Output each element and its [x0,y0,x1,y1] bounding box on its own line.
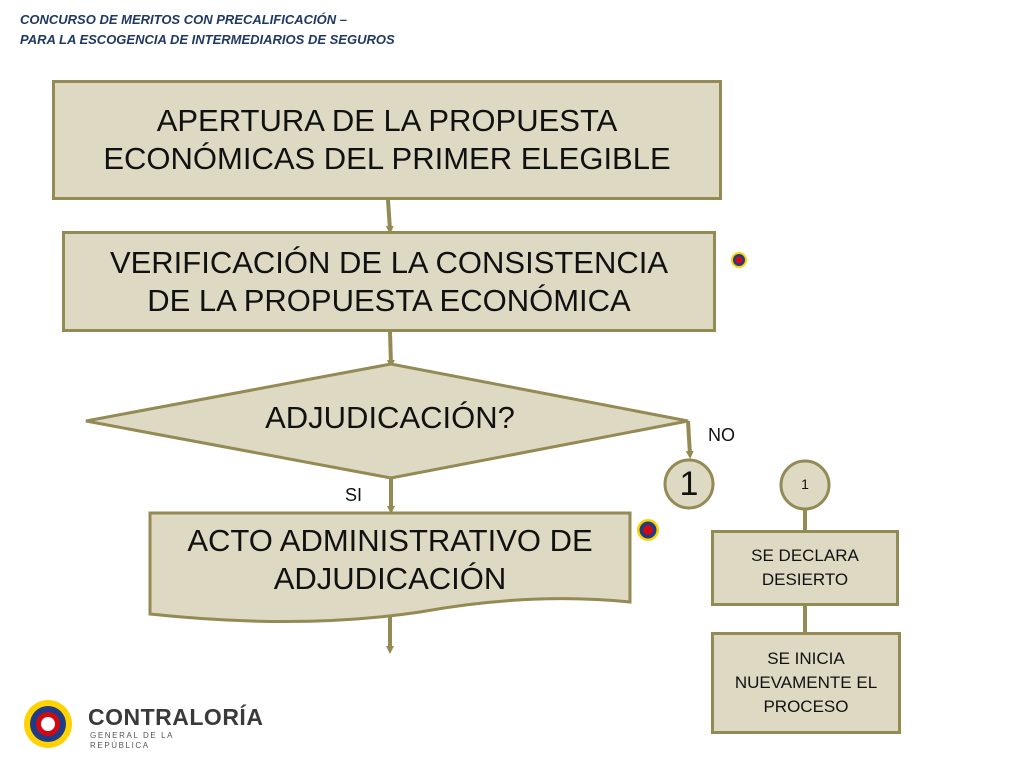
logo-name: CONTRALORÍA [88,704,264,730]
contraloria-logo: CONTRALORÍA GENERAL DE LA REPÚBLICA [16,696,263,752]
logo-subtitle: GENERAL DE LA REPÚBLICA [90,731,174,750]
step3-document-shape [148,511,632,624]
side-step2-text: SE INICIA NUEVAMENTE EL PROCESO [734,649,878,716]
connector-out-circle [663,458,715,510]
logo-emblem-icon [24,700,72,748]
step1-text: APERTURA DE LA PROPUESTA ECONÓMICAS DEL … [103,103,671,176]
step2-box: VERIFICACIÓN DE LA CONSISTENCIA DE LA PR… [62,231,716,332]
tricolor-marker-icon [731,252,747,268]
step3-text: ACTO ADMINISTRATIVO DE ADJUDICACIÓN [187,523,593,596]
arrow-step2-to-decision [386,331,395,368]
side-step2-box: SE INICIA NUEVAMENTE EL PROCESO [711,632,901,734]
header-line-2: PARA LA ESCOGENCIA DE INTERMEDIARIOS DE … [20,32,395,47]
connector-in-circle [779,459,831,511]
decision-diamond [85,362,689,480]
step1-box: APERTURA DE LA PROPUESTA ECONÓMICAS DEL … [52,80,722,200]
tricolor-marker-icon [637,519,659,541]
header-line-1: CONCURSO DE MERITOS CON PRECALIFICACIÓN … [20,12,347,27]
arrow-step1-to-step2 [385,199,394,234]
connector-out-number: 1 [679,465,699,503]
side-step1-text: SE DECLARA DESIERTO [751,546,859,589]
connector-in-number: 1 [801,476,809,492]
side-step1-box: SE DECLARA DESIERTO [711,530,899,606]
no-label: NO [708,425,735,445]
decision-label: ADJUDICACIÓN? [265,400,515,435]
yes-label: SI [345,485,363,505]
page-header: CONCURSO DE MERITOS CON PRECALIFICACIÓN … [20,10,395,50]
step2-text: VERIFICACIÓN DE LA CONSISTENCIA DE LA PR… [109,244,669,318]
arrow-decision-no [685,420,694,459]
